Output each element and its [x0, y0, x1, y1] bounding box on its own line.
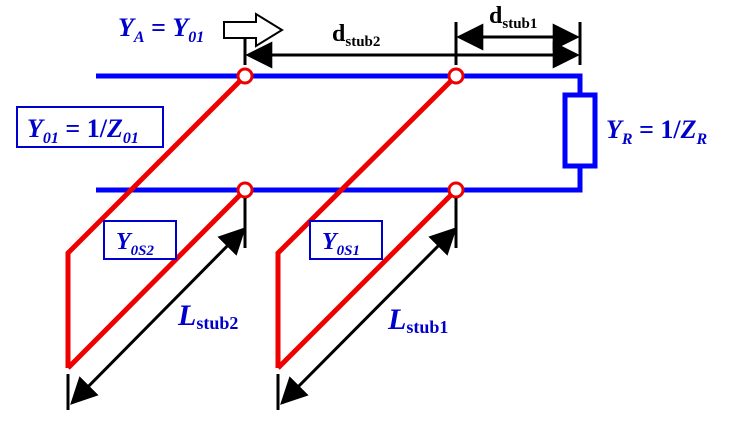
l-stub2-label: Lstub2: [177, 299, 238, 333]
d-stub1-label: dstub1: [489, 3, 537, 32]
y0s1-box: [309, 220, 383, 260]
l-stub2-arrow: [70, 227, 246, 405]
stub-1-inner: [276, 188, 458, 370]
ya-label: YA = Y01: [118, 13, 204, 46]
junction-dot: [447, 181, 465, 199]
junction-dot: [447, 67, 465, 85]
dimensions: [66, 22, 582, 410]
y0s2-label: Y0S2: [116, 229, 155, 259]
y01-label: Y01 = 1/Z01: [27, 114, 139, 147]
stub-2-inner: [66, 188, 247, 370]
load-lead-bottom: [577, 166, 583, 193]
resistor-icon: [562, 92, 598, 169]
junction-dot: [236, 67, 254, 85]
junctions: [236, 67, 465, 199]
yr-label: YR = 1/ZR: [606, 115, 708, 148]
transmission-line: [96, 73, 598, 193]
y01-box: [16, 106, 164, 148]
stub-2-outer: [65, 74, 247, 368]
y0s2-box: [103, 220, 177, 260]
l-stub1-arrow: [280, 227, 457, 405]
hollow-right-arrow-icon: [223, 12, 284, 48]
l-stub1-label: Lstub1: [387, 303, 448, 337]
load-lead: [577, 73, 583, 95]
stub-1-outer: [275, 74, 458, 368]
junction-dot: [236, 181, 254, 199]
y0s1-label: Y0S1: [322, 229, 360, 259]
d-stub2-label: dstub2: [332, 21, 380, 50]
